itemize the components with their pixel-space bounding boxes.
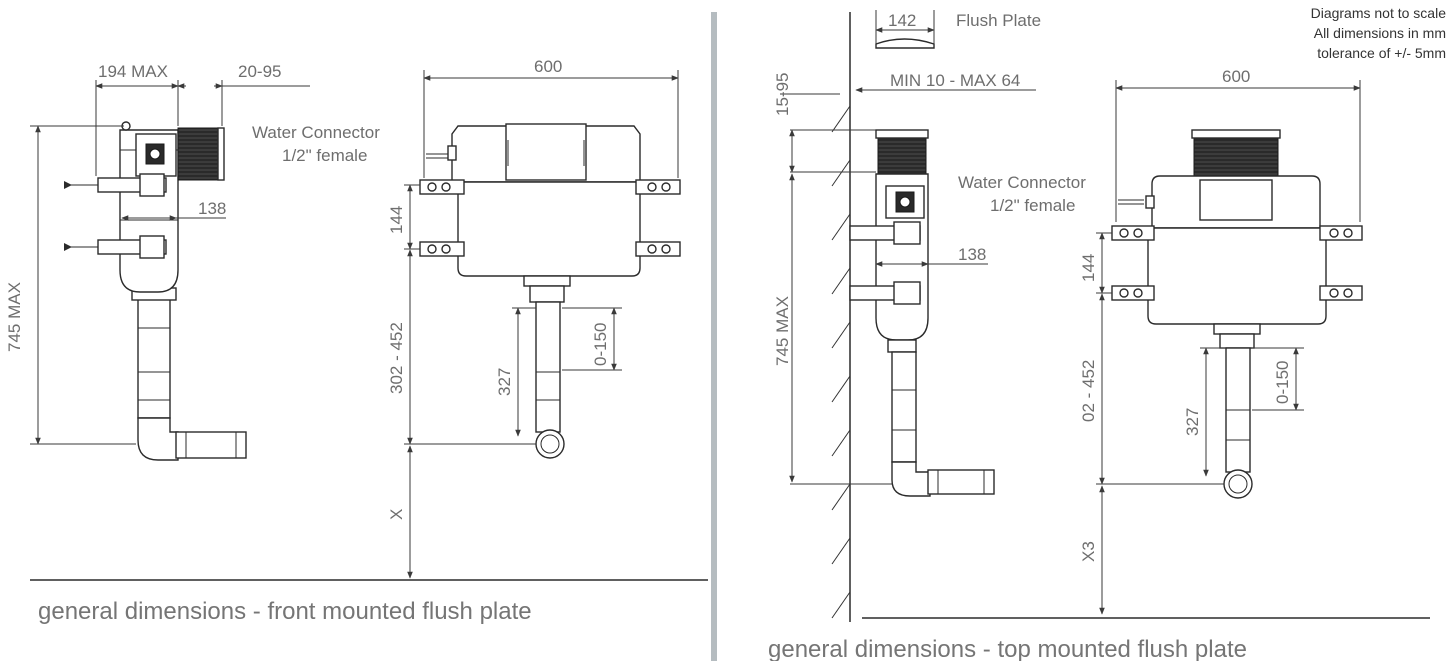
dim-138: 138 — [121, 199, 226, 221]
panel-divider — [711, 12, 717, 661]
label-x: X — [387, 509, 406, 520]
svg-text:Water Connector: Water Connector — [958, 173, 1086, 192]
dim-20-95: 20-95 — [177, 62, 310, 126]
label-600: 600 — [534, 57, 562, 76]
dim-02-452: 02 - 452 — [1079, 293, 1224, 485]
dim-745-max-top: 745 MAX — [773, 173, 892, 485]
label-0-150: 0-150 — [591, 323, 610, 366]
svg-text:1/2" female: 1/2" female — [282, 146, 367, 165]
svg-text:1/2" female: 1/2" female — [990, 196, 1075, 215]
label-min-10-max-64: MIN 10 - MAX 64 — [890, 71, 1020, 90]
front-view-top — [1111, 129, 1363, 499]
dim-144-front: 144 — [387, 184, 420, 250]
label-327-top: 327 — [1183, 408, 1202, 436]
label-745-max-top: 745 MAX — [773, 296, 792, 366]
dim-0-150-front: 0-150 — [562, 307, 622, 371]
label-144-top: 144 — [1079, 254, 1098, 282]
water-connector-label-top: Water Connector 1/2" female — [958, 173, 1086, 215]
label-745-max: 745 MAX — [5, 282, 24, 352]
note-tolerance: tolerance of +/- 5mm — [1317, 45, 1446, 61]
label-194-max: 194 MAX — [98, 62, 168, 81]
scale-notes: Diagrams not to scale All dimensions in … — [1311, 5, 1447, 61]
dim-327-top: 327 — [1183, 347, 1226, 477]
label-0-150-top: 0-150 — [1273, 361, 1292, 404]
dim-0-150-top: 0-150 — [1252, 347, 1304, 411]
svg-text:Water Connector: Water Connector — [252, 123, 380, 142]
caption-front-mounted: general dimensions - front mounted flush… — [38, 598, 532, 625]
front-mount-panel: 194 MAX 20-95 745 MAX 138 — [5, 57, 708, 625]
dim-600-top: 600 — [1115, 67, 1361, 222]
caption-top-mounted: general dimensions - top mounted flush p… — [768, 636, 1247, 661]
dim-302-452: 302 - 452 — [387, 249, 536, 445]
label-138-top: 138 — [958, 245, 986, 264]
label-15-95: 15-95 — [773, 73, 792, 116]
note-not-to-scale: Diagrams not to scale — [1311, 5, 1447, 21]
front-view-front — [419, 123, 681, 459]
label-144: 144 — [387, 206, 406, 234]
dim-600-front: 600 — [423, 57, 679, 178]
dim-144-top: 144 — [1079, 232, 1112, 294]
flush-plate-detail: 142 Flush Plate — [875, 10, 1041, 49]
label-142: 142 — [888, 11, 916, 30]
label-600-top: 600 — [1222, 67, 1250, 86]
side-view-front — [64, 121, 247, 461]
top-mount-panel: 142 Flush Plate MIN 10 - MAX 64 15-95 74… — [768, 5, 1446, 661]
wall-hatching — [831, 105, 851, 619]
label-flush-plate: Flush Plate — [956, 11, 1041, 30]
dim-745-max: 745 MAX — [5, 125, 136, 445]
dim-15-95: 15-95 — [773, 73, 876, 173]
label-20-95: 20-95 — [238, 62, 281, 81]
dim-138-top: 138 — [875, 245, 988, 267]
dim-min-max: MIN 10 - MAX 64 — [855, 71, 1036, 93]
label-138: 138 — [198, 199, 226, 218]
dim-x3: X3 — [1079, 485, 1105, 615]
label-327: 327 — [495, 368, 514, 396]
dim-327-front: 327 — [495, 307, 536, 437]
dim-x: X — [387, 445, 413, 579]
label-x3: X3 — [1079, 541, 1098, 562]
note-dimensions-mm: All dimensions in mm — [1314, 25, 1446, 41]
water-connector-label-front: Water Connector 1/2" female — [252, 123, 380, 165]
label-302-452: 302 - 452 — [387, 322, 406, 394]
label-02-452: 02 - 452 — [1079, 360, 1098, 422]
side-view-top — [849, 129, 995, 497]
